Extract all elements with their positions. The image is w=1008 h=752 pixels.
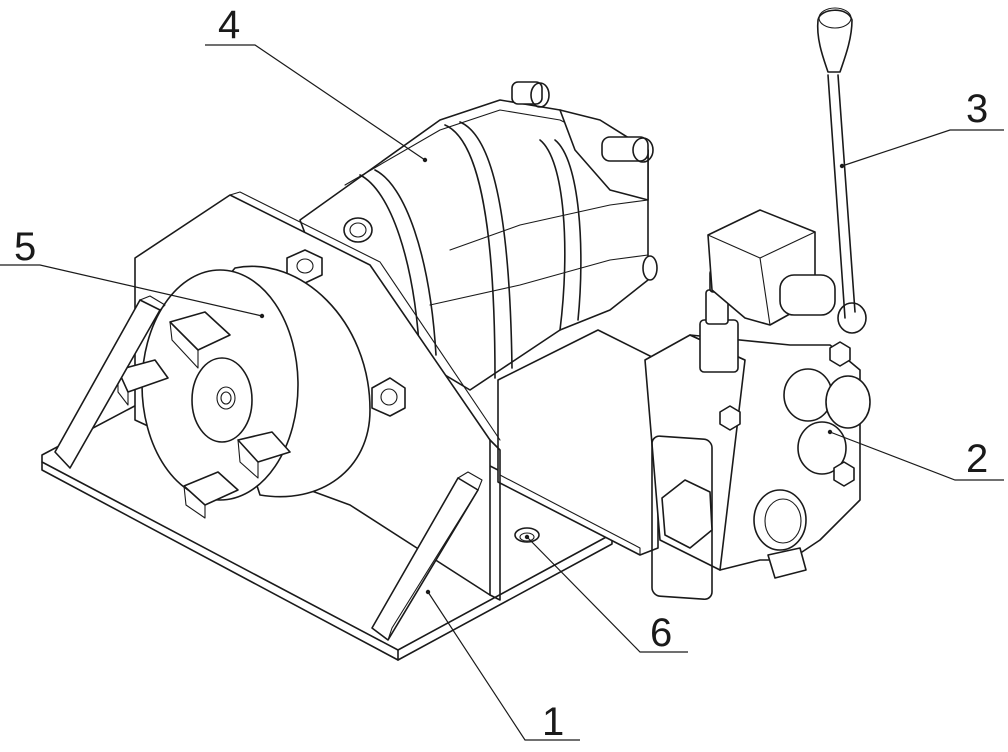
callout-3: 3 — [839, 87, 1004, 169]
callout-label: 4 — [218, 3, 240, 47]
callout-label: 5 — [14, 225, 36, 269]
callout-label: 6 — [650, 611, 672, 655]
callout-label: 1 — [542, 700, 564, 744]
coupling-jaw — [237, 431, 291, 479]
valve-block — [644, 209, 871, 601]
callout-6: 6 — [524, 534, 688, 655]
rib-front — [371, 471, 483, 641]
callout-label: 3 — [966, 87, 988, 131]
callout-2: 2 — [827, 429, 1004, 481]
rib-left — [54, 295, 166, 469]
coupling-jaw — [183, 471, 239, 519]
bracket-bolt — [371, 377, 406, 417]
coupling-jaw — [117, 359, 169, 406]
pump-bolt — [601, 136, 654, 163]
control-lever — [816, 7, 856, 319]
pump-bolt — [511, 81, 550, 108]
coupling — [117, 265, 371, 519]
callout-1: 1 — [425, 589, 580, 744]
callout-5: 5 — [0, 225, 265, 319]
pump-bolt — [642, 255, 658, 281]
callout-label: 2 — [966, 437, 988, 481]
lever-housing — [707, 209, 867, 334]
callout-4: 4 — [205, 3, 428, 163]
coupling-jaw — [169, 311, 231, 369]
